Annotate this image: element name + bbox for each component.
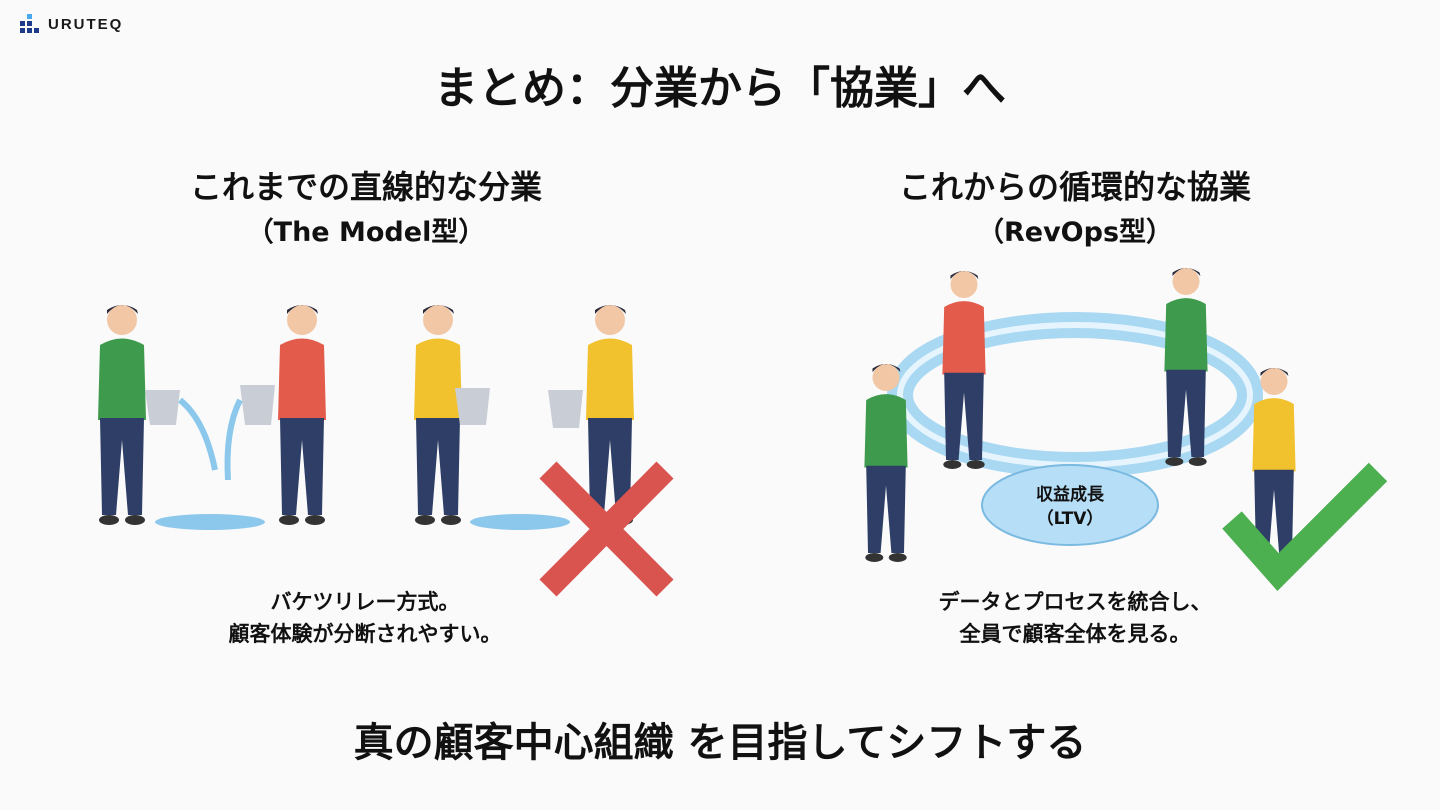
green-check-icon	[1222, 462, 1388, 591]
slide-title: まとめ：分業から「協業」へ	[434, 63, 1006, 114]
bucket-icon	[240, 385, 275, 425]
right-caption-line-1: データとプロセスを統合し、	[938, 590, 1212, 614]
pool-label-sub: （LTV）	[1036, 509, 1104, 529]
red-cross-icon	[539, 461, 674, 597]
left-subheading: （The Model型）	[246, 217, 486, 248]
right-heading: これからの循環的な協業	[898, 168, 1251, 206]
person-green-shirt	[98, 305, 146, 525]
person-red-shirt	[278, 305, 326, 525]
right-section-header: これからの循環的な協業 （RevOps型）	[775, 165, 1375, 253]
brand-name: URUTEQ	[48, 15, 124, 33]
left-heading: これまでの直線的な分業	[189, 168, 542, 206]
left-caption-line-2: 顧客体験が分断されやすい。	[228, 622, 502, 646]
pool-label-title: 収益成長	[1036, 485, 1104, 505]
revops-loop-illustration	[864, 268, 1388, 591]
left-caption: バケツリレー方式。 顧客体験が分断されやすい。	[115, 586, 615, 650]
bottom-message: 真の顧客中心組織 を目指してシフトする	[353, 720, 1087, 766]
water-puddle	[155, 514, 265, 530]
bucket-icon	[548, 390, 583, 428]
right-caption-line-2: 全員で顧客全体を見る。	[959, 622, 1191, 646]
person-yellow-shirt	[414, 305, 462, 525]
bucket-icon	[455, 388, 490, 425]
brand-logo: URUTEQ	[18, 14, 123, 34]
left-caption-line-1: バケツリレー方式。	[270, 590, 460, 614]
bucket-relay-illustration	[98, 305, 674, 597]
water-puddle	[470, 514, 570, 530]
right-caption: データとプロセスを統合し、 全員で顧客全体を見る。	[825, 586, 1325, 650]
revenue-pool	[981, 464, 1159, 546]
right-subheading: （RevOps型）	[976, 217, 1174, 248]
left-section-header: これまでの直線的な分業 （The Model型）	[66, 165, 666, 253]
bucket-icon	[145, 390, 180, 425]
pool-label: 収益成長 （LTV）	[990, 483, 1150, 531]
logo-mark-icon	[20, 14, 39, 33]
